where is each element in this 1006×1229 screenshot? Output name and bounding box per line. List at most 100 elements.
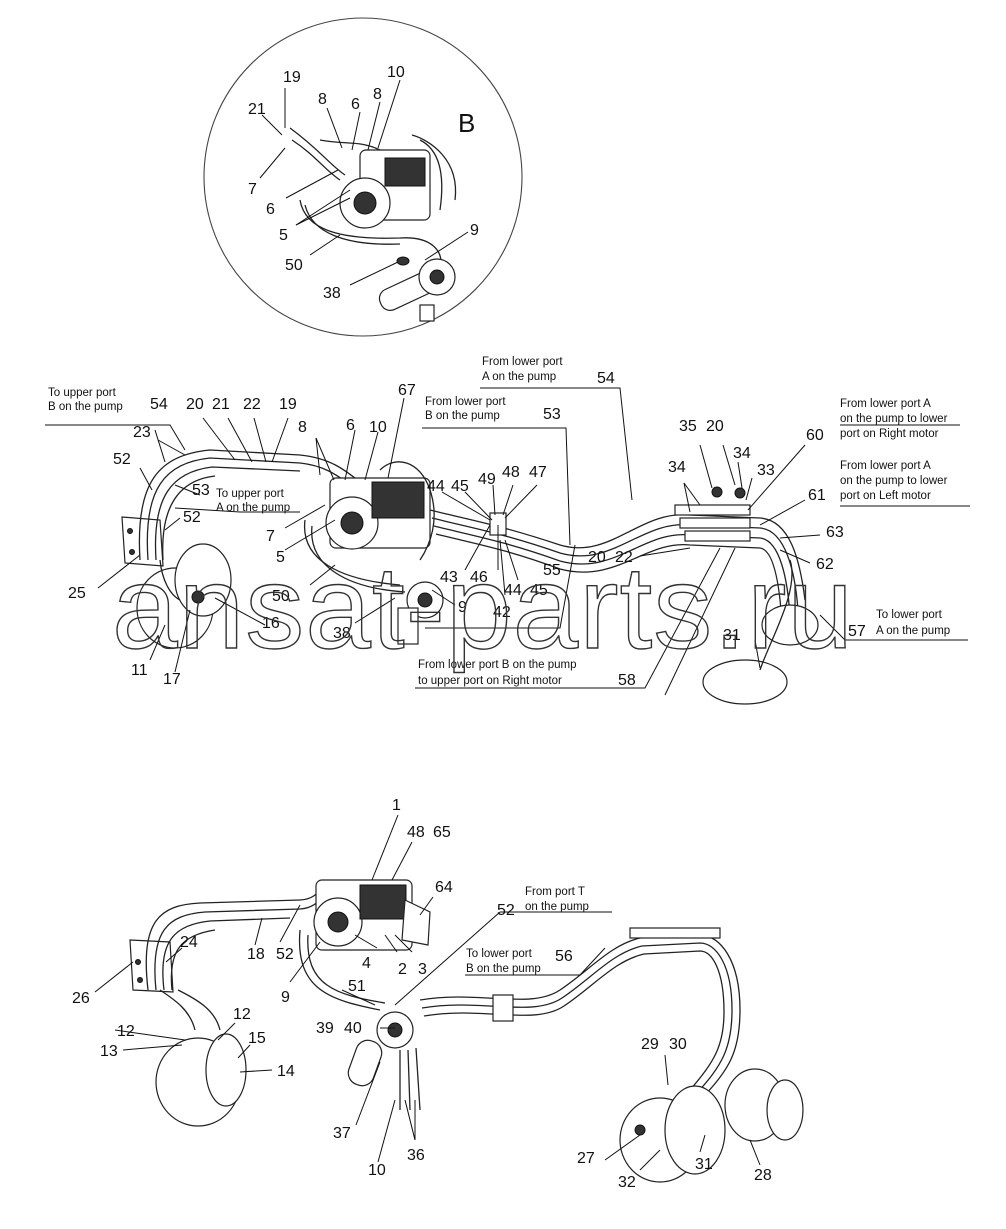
part-label: 8 [373, 86, 382, 103]
part-label: 58 [618, 672, 636, 689]
part-label: 64 [435, 879, 453, 896]
part-label: 18 [247, 946, 265, 963]
part-label: 27 [577, 1150, 595, 1167]
leader-lines [45, 79, 970, 1171]
annotations: To upper port B on the pump To upper por… [48, 356, 950, 975]
annotation-line: port on Right motor [840, 428, 939, 440]
part-label: 5 [279, 227, 288, 244]
part-label: 44 [427, 478, 445, 495]
annotation-line: to upper port on Right motor [418, 675, 562, 687]
part-label: 22 [243, 396, 261, 413]
part-label: 24 [180, 934, 198, 951]
part-label: 67 [398, 382, 416, 399]
annotation-line: From lower port [425, 396, 506, 408]
part-label: 4 [362, 955, 371, 972]
annotation-line: From lower port B on the pump [418, 659, 577, 671]
part-label: 31 [695, 1156, 713, 1173]
part-label: 13 [100, 1043, 118, 1060]
part-label: 61 [808, 487, 826, 504]
part-label: 39 [316, 1020, 334, 1037]
part-label: 31 [723, 627, 741, 644]
annotation-line: A on the pump [876, 625, 950, 637]
part-label: 56 [555, 948, 573, 965]
part-label: 47 [529, 464, 547, 481]
part-label: 46 [470, 569, 488, 586]
part-label: 20 [706, 418, 724, 435]
part-label: 5 [276, 549, 285, 566]
part-label: 11 [131, 662, 148, 679]
annotation-line: A on the pump [482, 371, 556, 383]
bottom-assembly [129, 879, 804, 1183]
part-label: 12 [117, 1023, 135, 1040]
part-label: 52 [276, 946, 294, 963]
part-label: 52 [497, 902, 515, 919]
part-label: 6 [346, 417, 355, 434]
part-label: 55 [543, 562, 561, 579]
part-label: 37 [333, 1125, 351, 1142]
part-label: 3 [418, 961, 427, 978]
part-labels: 19 21 8 6 8 10 7 6 5 50 9 38 54 20 21 22… [68, 64, 866, 1191]
part-label: 23 [133, 424, 151, 441]
part-label: 40 [344, 1020, 362, 1037]
part-label: 54 [150, 396, 168, 413]
annotation-line: From port T [525, 886, 585, 898]
part-label: 20 [186, 396, 204, 413]
part-label: 65 [433, 824, 451, 841]
part-label: 15 [248, 1030, 266, 1047]
annotation-line: From lower port [482, 356, 563, 368]
part-label: 12 [233, 1006, 251, 1023]
annotation-line: B on the pump [466, 963, 541, 975]
annotation-line: From lower port A [840, 460, 931, 472]
part-label: 29 [641, 1036, 659, 1053]
annotation-line: A on the pump [216, 502, 290, 514]
part-label: 48 [407, 824, 425, 841]
part-label: 2 [398, 961, 407, 978]
part-label: 45 [451, 478, 469, 495]
part-label: 28 [754, 1167, 772, 1184]
part-label: 9 [458, 599, 467, 616]
detail-b-view: B [203, 17, 523, 337]
part-label: 16 [262, 615, 280, 632]
part-label: 53 [543, 406, 561, 423]
part-label: 14 [277, 1063, 295, 1080]
part-label: 8 [298, 419, 307, 436]
part-label: 9 [281, 989, 290, 1006]
part-label: 19 [283, 69, 301, 86]
part-label: 45 [530, 582, 548, 599]
annotation-line: To lower port [876, 609, 943, 621]
part-label: 1 [392, 797, 401, 814]
part-label: 22 [615, 549, 633, 566]
annotation-line: on the pump [525, 901, 589, 913]
part-label: 8 [318, 91, 327, 108]
part-label: 9 [470, 222, 479, 239]
part-label: 49 [478, 471, 496, 488]
part-label: 10 [368, 1162, 386, 1179]
part-label: 57 [848, 623, 866, 640]
part-label: 6 [351, 96, 360, 113]
part-label: 43 [440, 569, 458, 586]
annotation-line: From lower port A [840, 398, 931, 410]
part-label: 50 [272, 588, 290, 605]
annotation-line: To upper port [216, 488, 285, 500]
annotation-line: B on the pump [48, 401, 123, 413]
part-label: 48 [502, 464, 520, 481]
part-label: 60 [806, 427, 824, 444]
part-label: 10 [369, 419, 387, 436]
part-label: 30 [669, 1036, 687, 1053]
part-label: 50 [285, 257, 303, 274]
part-label: 62 [816, 556, 834, 573]
part-label: 25 [68, 585, 86, 602]
part-label: 21 [248, 101, 266, 118]
part-label: 54 [597, 370, 615, 387]
annotation-line: on the pump to lower [840, 475, 948, 487]
annotation-line: B on the pump [425, 410, 500, 422]
part-label: 10 [387, 64, 405, 81]
part-label: 42 [493, 604, 511, 621]
part-label: 38 [323, 285, 341, 302]
part-label: 19 [279, 396, 297, 413]
part-label: 63 [826, 524, 844, 541]
annotation-line: To lower port [466, 948, 533, 960]
middle-assembly [121, 449, 819, 705]
part-label: 17 [163, 671, 181, 688]
